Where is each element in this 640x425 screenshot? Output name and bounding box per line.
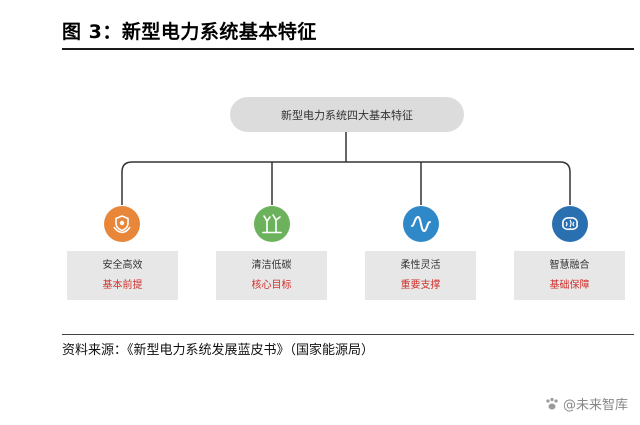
feature-title: 安全高效 <box>102 259 143 271</box>
watermark: @未来智库 <box>544 394 628 413</box>
feature-subtitle: 基本前提 <box>102 279 143 291</box>
feature-card-safe-efficient: 安全高效 基本前提 <box>67 251 178 300</box>
figure-title: 图 3：新型电力系统基本特征 <box>62 21 317 43</box>
feature-title: 清洁低碳 <box>251 259 292 271</box>
source-rule <box>62 334 634 335</box>
feature-subtitle: 基础保障 <box>549 279 590 291</box>
watermark-text: @未来智库 <box>562 398 628 413</box>
feature-card-clean-lowcarbon: 清洁低碳 核心目标 <box>216 251 327 300</box>
wave-icon <box>403 206 439 242</box>
source-note: 资料来源：《新型电力系统发展蓝皮书》（国家能源局） <box>62 343 375 358</box>
paw-icon <box>546 397 558 409</box>
feature-card-smart-integration: 智慧融合 基础保障 <box>514 251 625 300</box>
feature-subtitle: 重要支撑 <box>400 279 441 291</box>
wind-turbine-icon <box>254 206 290 242</box>
feature-card-flexible: 柔性灵活 重要支撑 <box>365 251 476 300</box>
feature-subtitle: 核心目标 <box>251 279 292 291</box>
brain-icon <box>552 206 588 242</box>
feature-title: 柔性灵活 <box>400 259 441 271</box>
root-node: 新型电力系统四大基本特征 <box>230 97 464 132</box>
title-rule <box>62 48 634 50</box>
shield-hands-icon <box>104 206 140 242</box>
feature-title: 智慧融合 <box>549 259 590 271</box>
